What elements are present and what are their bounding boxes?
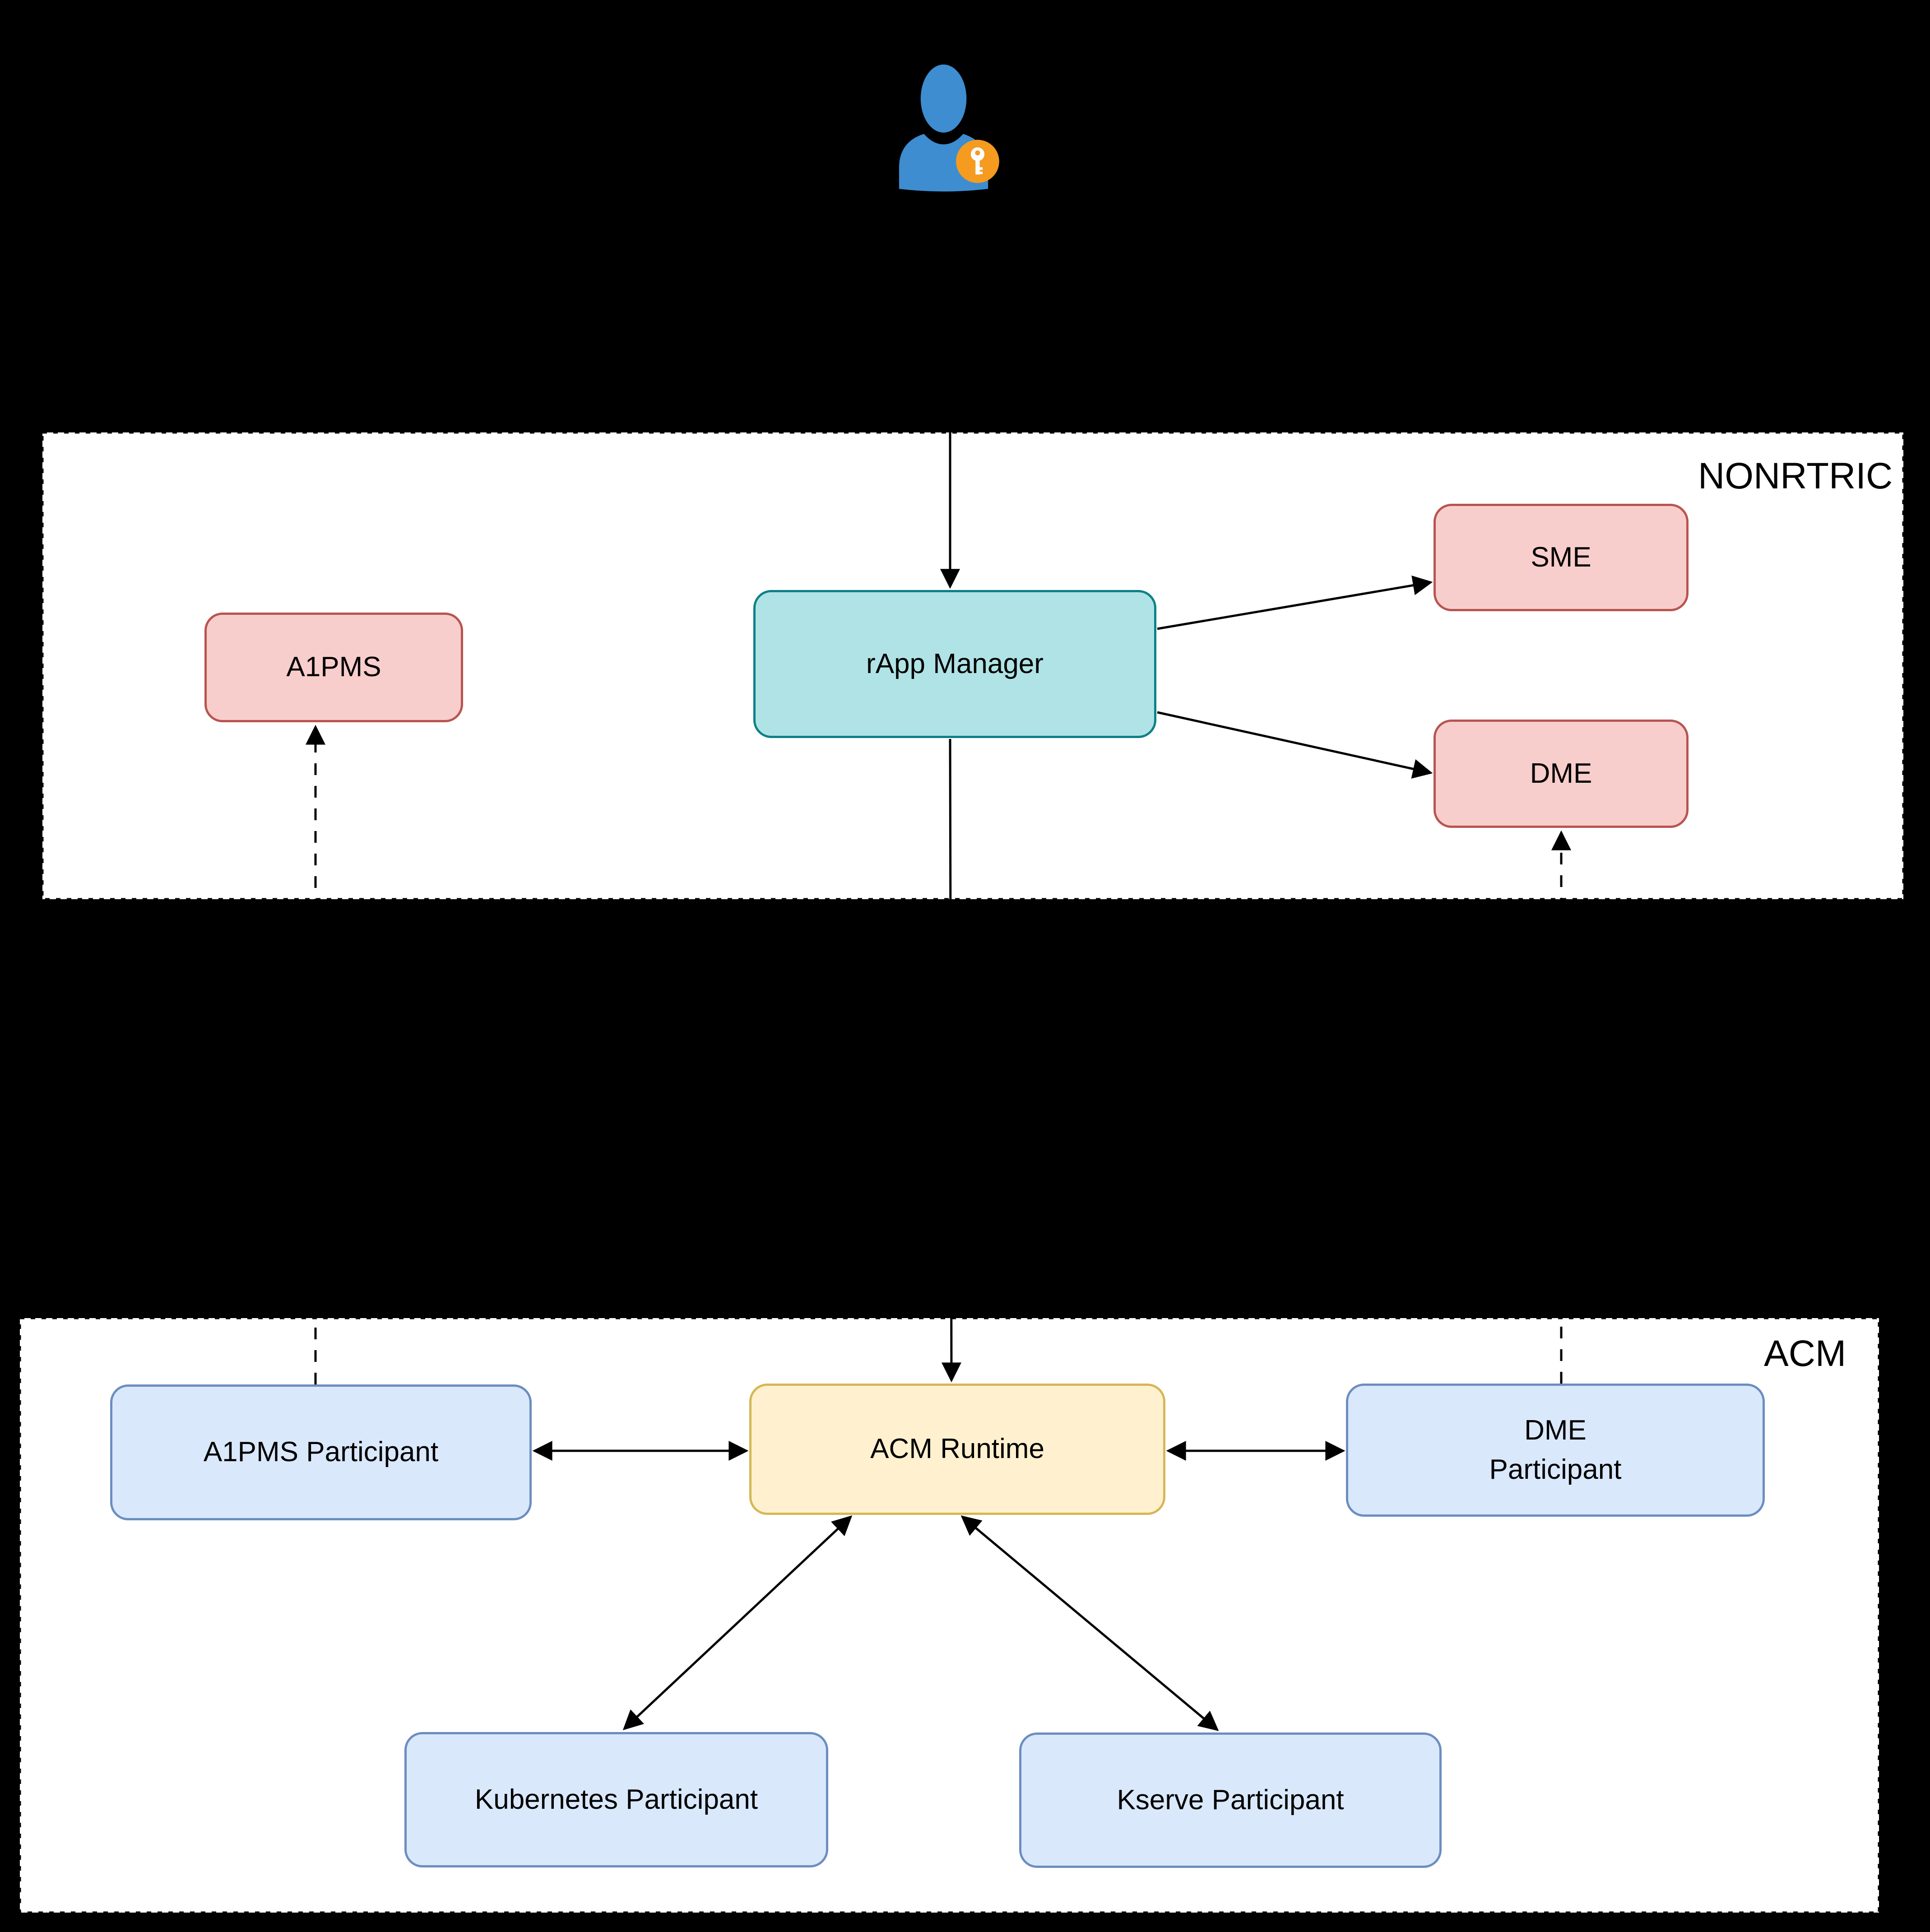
node-acm-runtime: ACM Runtime — [749, 1384, 1165, 1515]
node-dme: DME — [1434, 720, 1689, 828]
node-dme-participant-label: DME Participant — [1489, 1411, 1622, 1490]
node-dme-label: DME — [1530, 757, 1592, 789]
edge-rapp-manager-to-acm-runtime — [941, 738, 961, 1383]
node-kserve-participant-label: Kserve Participant — [1117, 1784, 1344, 1816]
node-rapp-manager-label: rApp Manager — [866, 648, 1044, 679]
node-acm-runtime-label: ACM Runtime — [870, 1433, 1044, 1465]
node-dme-participant: DME Participant — [1346, 1384, 1765, 1517]
node-rapp-manager: rApp Manager — [753, 590, 1156, 738]
node-a1pms-participant: A1PMS Participant — [110, 1384, 532, 1520]
node-a1pms: A1PMS — [204, 613, 463, 722]
node-sme: SME — [1434, 504, 1689, 611]
node-a1pms-label: A1PMS — [286, 651, 381, 683]
nonrtric-container-label: NONRTRIC — [1698, 455, 1893, 497]
node-dme-participant-label-line1: DME — [1524, 1414, 1587, 1446]
edge-acm-runtime-kserve-participant — [960, 1515, 1219, 1731]
acm-container-label: ACM — [1764, 1333, 1846, 1374]
node-kubernetes-participant-label: Kubernetes Participant — [474, 1783, 758, 1815]
user-with-key-icon — [899, 64, 999, 192]
node-dme-participant-label-line2: Participant — [1489, 1454, 1622, 1485]
node-kubernetes-participant: Kubernetes Participant — [404, 1732, 828, 1867]
node-a1pms-participant-label: A1PMS Participant — [203, 1436, 439, 1468]
edge-rapp-manager-to-sme — [1157, 575, 1433, 630]
node-kserve-participant: Kserve Participant — [1019, 1732, 1442, 1868]
edge-acm-runtime-kubernetes-participant — [622, 1515, 853, 1731]
edge-rapp-manager-to-dme — [1157, 711, 1433, 779]
node-sme-label: SME — [1531, 541, 1591, 573]
